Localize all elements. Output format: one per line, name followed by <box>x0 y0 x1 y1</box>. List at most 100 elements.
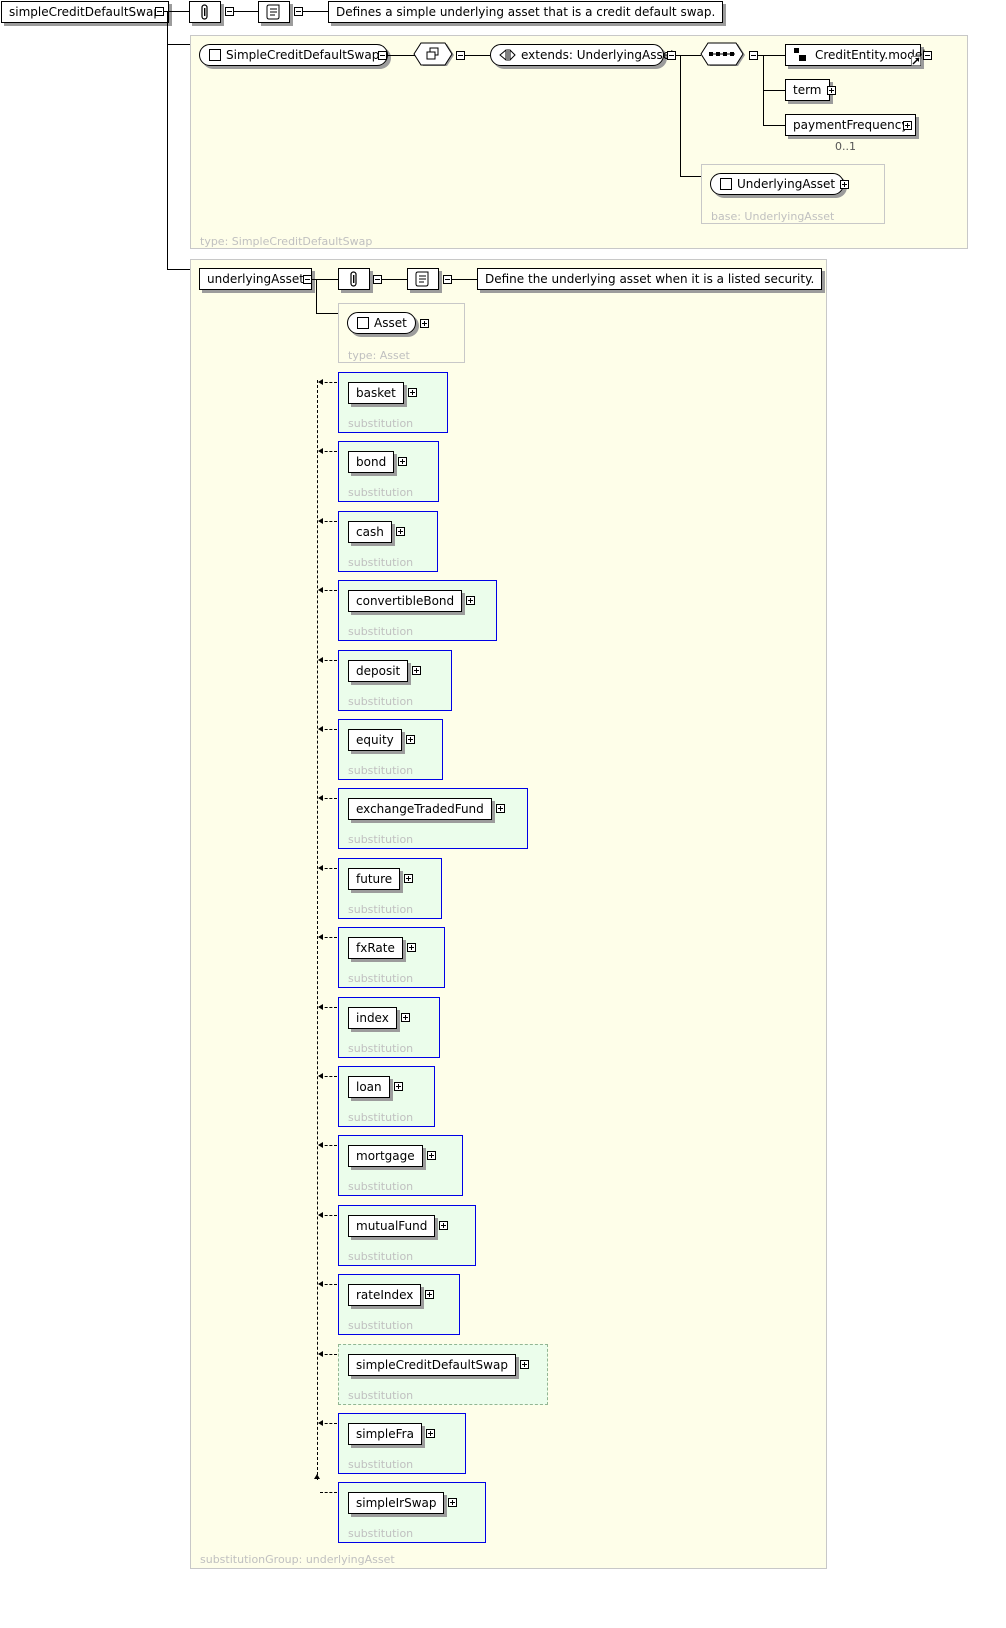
asset-type-expand-toggle[interactable] <box>420 319 429 328</box>
connector <box>387 55 416 56</box>
documentation-collapse-toggle[interactable] <box>443 275 452 284</box>
substitution-expand-toggle[interactable] <box>398 457 407 466</box>
payment-frequency-cardinality: 0..1 <box>835 140 856 153</box>
annotation-icon[interactable] <box>338 268 370 290</box>
substitution-element-box[interactable]: mortgage <box>348 1145 423 1167</box>
substitution-item-mutualFund: mutualFund substitution <box>338 1205 476 1266</box>
substitution-caption: substitution <box>348 486 414 499</box>
sequence-collapse-toggle[interactable] <box>749 51 758 60</box>
substitution-element-box[interactable]: future <box>348 868 401 890</box>
documentation-scroll-icon[interactable] <box>407 268 439 290</box>
connector <box>382 279 407 280</box>
substitution-expand-toggle[interactable] <box>394 1082 403 1091</box>
substitution-expand-toggle[interactable] <box>401 1013 410 1022</box>
payment-frequency-element-box[interactable]: paymentFrequency <box>785 114 917 136</box>
substitution-element-box[interactable]: cash <box>348 521 392 543</box>
substitution-caption: substitution <box>348 625 414 638</box>
connector <box>234 11 259 12</box>
substitution-expand-toggle[interactable] <box>466 596 475 605</box>
root-collapse-toggle[interactable] <box>155 7 164 16</box>
substitution-expand-toggle[interactable] <box>520 1360 529 1369</box>
substitution-caption: substitution <box>348 1250 414 1263</box>
underlying-asset-collapse-toggle[interactable] <box>303 275 312 284</box>
substitution-expand-toggle[interactable] <box>408 388 417 397</box>
substitution-element-box[interactable]: loan <box>348 1076 390 1098</box>
annotation-collapse-toggle[interactable] <box>373 275 382 284</box>
substitution-element-box[interactable]: rateIndex <box>348 1284 422 1306</box>
connector <box>763 125 785 126</box>
complex-type-box[interactable]: SimpleCreditDefaultSwap <box>199 44 389 66</box>
complex-type-collapse-toggle[interactable] <box>378 51 387 60</box>
substitution-connector <box>320 729 337 730</box>
sequence-icon[interactable] <box>700 42 747 67</box>
annotation-icon[interactable] <box>189 1 221 23</box>
substitution-element-box[interactable]: index <box>348 1007 397 1029</box>
substitution-element-box[interactable]: simpleIrSwap <box>348 1492 445 1514</box>
asset-type-caption: type: Asset <box>348 349 410 362</box>
substitution-expand-toggle[interactable] <box>439 1221 448 1230</box>
substitution-connector <box>320 1423 337 1424</box>
substitution-item-mortgage: mortgage substitution <box>338 1135 463 1196</box>
complex-content-icon[interactable] <box>413 42 456 67</box>
substitution-caption: substitution <box>348 972 414 985</box>
substitution-element-box[interactable]: mutualFund <box>348 1215 436 1237</box>
base-type-caption: base: UnderlyingAsset <box>711 210 835 223</box>
complex-content-collapse-toggle[interactable] <box>456 51 465 60</box>
substitution-connector <box>320 1007 337 1008</box>
substitution-spine <box>317 380 318 1480</box>
substitution-element-box[interactable]: exchangeTradedFund <box>348 798 492 820</box>
substitution-expand-toggle[interactable] <box>427 1151 436 1160</box>
extends-box[interactable]: extends: UnderlyingAsset <box>490 44 675 66</box>
substitution-element-box[interactable]: simpleFra <box>348 1423 422 1445</box>
substitution-expand-toggle[interactable] <box>404 874 413 883</box>
extends-collapse-toggle[interactable] <box>667 51 676 60</box>
substitution-element-box[interactable]: bond <box>348 451 395 473</box>
substitution-group-caption: substitutionGroup: underlyingAsset <box>200 1553 395 1566</box>
substitution-spine-arrow <box>314 1474 320 1479</box>
substitution-expand-toggle[interactable] <box>407 943 416 952</box>
substitution-expand-toggle[interactable] <box>406 735 415 744</box>
substitution-element-box[interactable]: basket <box>348 382 404 404</box>
documentation-scroll-icon[interactable] <box>258 1 290 23</box>
substitution-arrow-icon <box>318 1212 323 1218</box>
substitution-expand-toggle[interactable] <box>426 1429 435 1438</box>
substitution-expand-toggle[interactable] <box>396 527 405 536</box>
substitution-expand-toggle[interactable] <box>425 1290 434 1299</box>
substitution-expand-toggle[interactable] <box>496 804 505 813</box>
connector <box>676 55 701 56</box>
substitution-connector <box>320 1284 337 1285</box>
credit-entity-label: CreditEntity.model <box>815 48 926 62</box>
credit-entity-group-box[interactable]: CreditEntity.model <box>785 44 926 66</box>
substitution-caption: substitution <box>348 1180 414 1193</box>
term-expand-toggle[interactable] <box>827 86 836 95</box>
payment-frequency-expand-toggle[interactable] <box>903 121 912 130</box>
connector <box>164 11 189 12</box>
asset-type-box[interactable]: Asset <box>347 312 416 334</box>
base-type-expand-toggle[interactable] <box>840 180 849 189</box>
documentation-collapse-toggle[interactable] <box>294 7 303 16</box>
connector <box>680 55 681 176</box>
substitution-element-box[interactable]: deposit <box>348 660 409 682</box>
substitution-arrow-icon <box>318 379 323 385</box>
substitution-expand-toggle[interactable] <box>412 666 421 675</box>
annotation-collapse-toggle[interactable] <box>225 7 234 16</box>
substitution-element-box[interactable]: fxRate <box>348 937 403 959</box>
substitution-connector <box>320 868 337 869</box>
substitution-element-box[interactable]: simpleCreditDefaultSwap <box>348 1354 516 1376</box>
substitution-expand-toggle[interactable] <box>448 1498 457 1507</box>
substitution-arrow-icon <box>318 518 323 524</box>
substitution-caption: substitution <box>348 833 414 846</box>
underlying-asset-element-box[interactable]: underlyingAsset <box>199 268 312 290</box>
substitution-element-box[interactable]: convertibleBond <box>348 590 463 612</box>
substitution-item-fxRate: fxRate substitution <box>338 927 445 988</box>
base-type-box[interactable]: UnderlyingAsset <box>710 173 845 195</box>
substitution-element-box[interactable]: equity <box>348 729 402 751</box>
complex-type-icon <box>209 49 221 61</box>
root-element-box[interactable]: simpleCreditDefaultSwap <box>1 1 169 23</box>
connector <box>167 44 191 45</box>
term-element-box[interactable]: term <box>785 79 830 101</box>
